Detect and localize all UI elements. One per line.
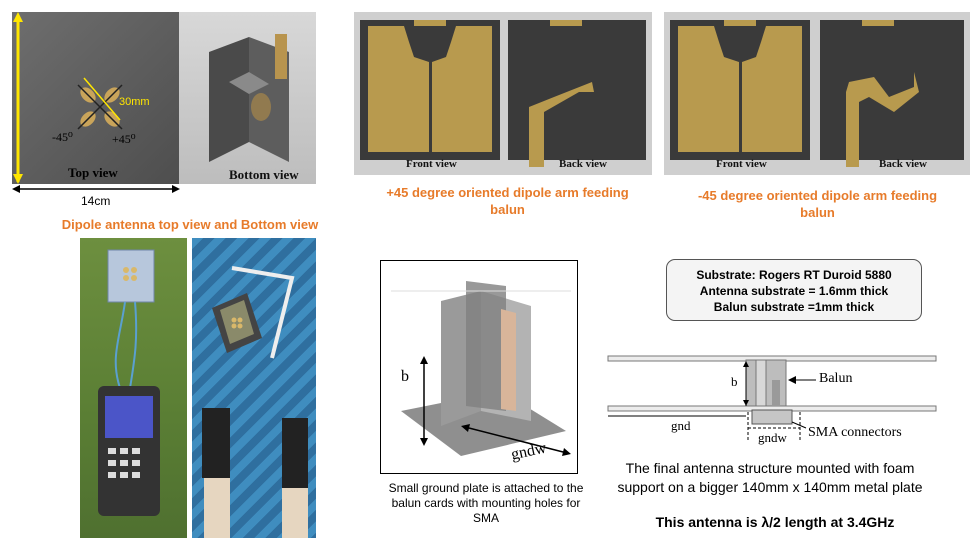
balun-neg45-front-label: Front view <box>716 158 767 170</box>
model-3d-frame: b gndw <box>380 260 578 474</box>
dipole-top-view-drawing <box>13 12 123 184</box>
model-gndw-arrow <box>461 424 571 456</box>
model-3d-caption: Small ground plate is attached to the ba… <box>388 481 584 525</box>
field-measurement-photo <box>80 238 187 538</box>
dipole-bottom-view-photo: Bottom view <box>179 12 316 184</box>
anechoic-chamber-photo <box>192 238 316 538</box>
substrate-info-box: Substrate: Rogers RT Duroid 5880 Antenna… <box>666 259 922 321</box>
model-b-arrow <box>420 356 428 446</box>
dipole-caption: Dipole antenna top view and Bottom view <box>61 217 319 232</box>
side-balun-label: Balun <box>819 371 853 386</box>
angle-pos45-label: +45⁰ <box>112 132 136 146</box>
balun-pos45-front-label: Front view <box>406 158 457 170</box>
angle-neg45-label: -45⁰ <box>52 130 73 144</box>
side-b-label: b <box>731 374 738 389</box>
final-structure-caption: The final antenna structure mounted with… <box>617 460 923 495</box>
substrate-line-3: Balun substrate =1mm thick <box>713 300 875 314</box>
anechoic-chamber-drawing <box>202 266 308 538</box>
model-3d-drawing <box>391 281 571 456</box>
field-measurement-drawing <box>98 249 160 516</box>
model-b-label: b <box>401 368 409 385</box>
dipole-top-view-photo: 30mm -45⁰ +45⁰ Top view <box>12 12 179 184</box>
balun-pos45-back-label: Back view <box>559 158 607 170</box>
balun-pos45-caption: +45 degree oriented dipole arm feeding b… <box>386 185 629 217</box>
substrate-line-2: Antenna substrate = 1.6mm thick <box>699 284 889 298</box>
width-14cm-label: 14cm <box>81 194 111 208</box>
dipole-bottom-view-drawing <box>209 34 289 162</box>
dimension-30mm-label: 30mm <box>119 96 150 108</box>
balun-neg45-drawing <box>670 20 964 167</box>
balun-neg45-photo: Front view Back view <box>664 12 970 175</box>
side-sma-label: SMA connectors <box>808 425 902 440</box>
top-view-label: Top view <box>68 165 118 180</box>
lambda-caption: This antenna is λ/2 length at 3.4GHz <box>655 514 895 530</box>
side-diagram <box>607 355 937 442</box>
width-arrow <box>12 185 180 193</box>
balun-neg45-caption: -45 degree oriented dipole arm feeding b… <box>697 188 938 220</box>
side-gndw-label: gndw <box>758 430 787 445</box>
balun-pos45-photo: Front view Back view <box>354 12 652 175</box>
side-gnd-label: gnd <box>671 418 691 433</box>
bottom-view-label: Bottom view <box>229 167 299 182</box>
balun-pos45-drawing <box>360 20 646 167</box>
substrate-line-1: Substrate: Rogers RT Duroid 5880 <box>696 268 892 282</box>
balun-neg45-back-label: Back view <box>879 158 927 170</box>
